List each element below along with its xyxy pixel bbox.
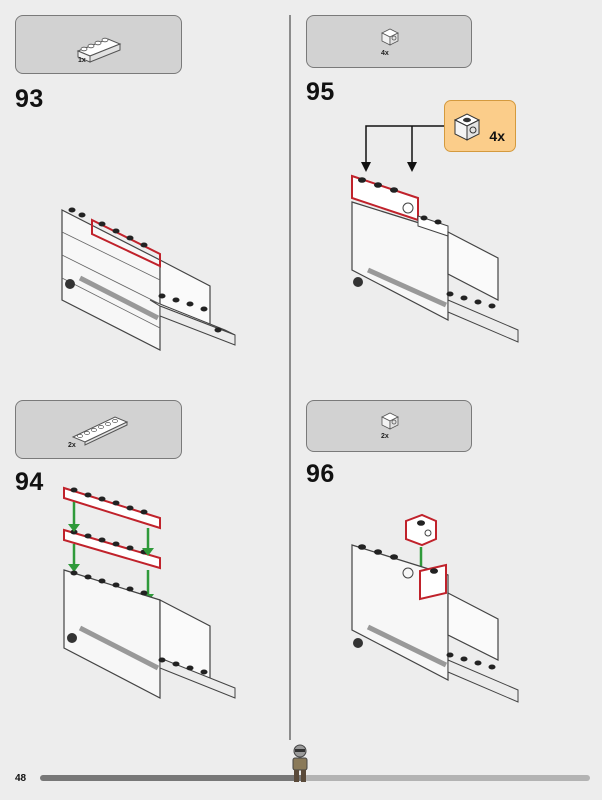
parts-qty-label: 4x <box>381 50 389 57</box>
step-number: 93 <box>15 85 44 113</box>
parts-box-step-96: 2x <box>306 400 472 452</box>
brick-1x1-with-hole-icon <box>381 412 399 430</box>
build-model-step-94 <box>63 486 236 699</box>
placement-arrows <box>361 125 444 172</box>
parts-qty-label: 2x <box>68 442 76 449</box>
page-number: 48 <box>15 773 27 784</box>
plate-1x6-icon <box>71 416 129 446</box>
step-number: 95 <box>306 78 335 106</box>
parts-qty-label: 1x <box>78 57 86 64</box>
parts-box-step-95: 4x <box>306 15 472 68</box>
brick-1x1-with-hole-icon <box>381 28 399 46</box>
parts-qty-label: 2x <box>381 433 389 440</box>
brick-1x1-with-hole-icon <box>453 113 481 141</box>
page-divider <box>289 15 291 740</box>
minifigure-icon <box>292 744 308 782</box>
parts-box-step-94: 2x <box>15 400 182 459</box>
step-number: 94 <box>15 468 44 496</box>
progress-bar-completed <box>40 775 304 781</box>
callout-qty-label: 4x <box>489 128 505 144</box>
step-number: 96 <box>306 460 335 488</box>
brick-1x4-icon <box>76 37 122 63</box>
parts-box-step-93: 1x <box>15 15 182 74</box>
build-model-step-93 <box>61 207 236 351</box>
build-model-step-95 <box>351 174 519 343</box>
build-model-step-96 <box>351 513 519 703</box>
progress-bar-remaining <box>304 775 590 781</box>
subassembly-callout: 4x <box>444 100 516 152</box>
